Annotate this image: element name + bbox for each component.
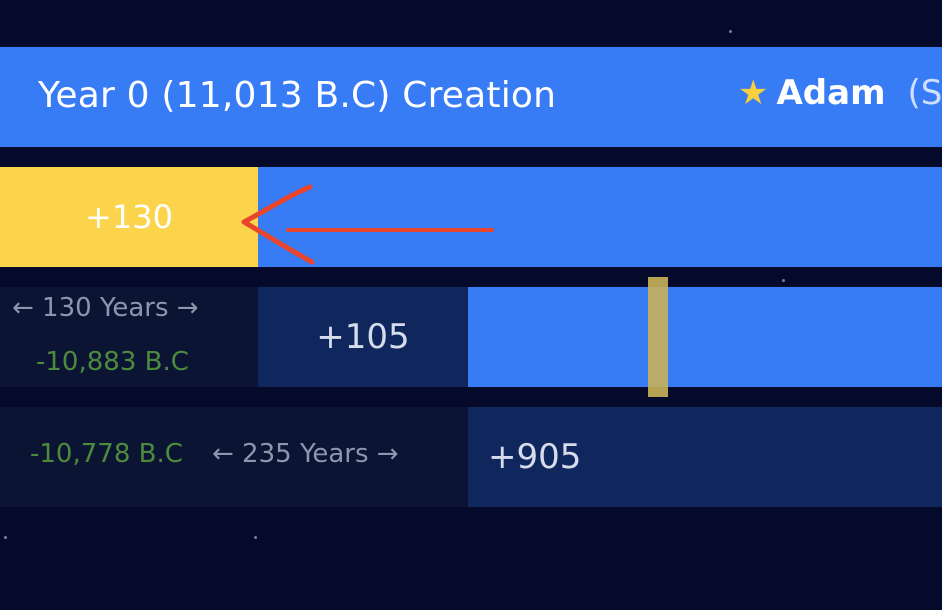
timeline-row-1[interactable]: +130 xyxy=(0,167,942,267)
date-bc-label: -10,883 B.C xyxy=(36,347,189,377)
timeline-row-2[interactable]: ← 130 Years → -10,883 B.C +105 xyxy=(0,287,942,387)
person-label[interactable]: ★ Adam (S xyxy=(738,73,942,113)
age-badge-905[interactable]: +905 xyxy=(468,407,942,507)
age-badge-130[interactable]: +130 xyxy=(0,167,258,267)
page-title: Year 0 (11,013 B.C) Creation xyxy=(38,75,557,116)
timeline-header: Year 0 (11,013 B.C) Creation ★ Adam (S xyxy=(0,47,942,147)
person-name: Adam xyxy=(776,73,886,113)
years-span-label: ← 235 Years → xyxy=(212,439,399,469)
timeline-row-3[interactable]: -10,778 B.C ← 235 Years → +905 xyxy=(0,407,942,507)
star-icon: ★ xyxy=(738,73,769,113)
background-star xyxy=(254,536,257,539)
age-badge-105[interactable]: +105 xyxy=(258,287,468,387)
years-span-label: ← 130 Years → xyxy=(12,293,199,323)
age-value: +905 xyxy=(488,437,582,477)
date-bc-label: -10,778 B.C xyxy=(30,439,183,469)
background-star xyxy=(729,30,732,33)
gap-cell: -10,778 B.C ← 235 Years → xyxy=(0,407,468,507)
timeline-marker xyxy=(648,277,668,397)
background-star xyxy=(782,279,785,282)
person-extra-text: (S xyxy=(907,73,942,113)
background-star xyxy=(4,536,7,539)
gap-cell: ← 130 Years → -10,883 B.C xyxy=(0,287,258,387)
